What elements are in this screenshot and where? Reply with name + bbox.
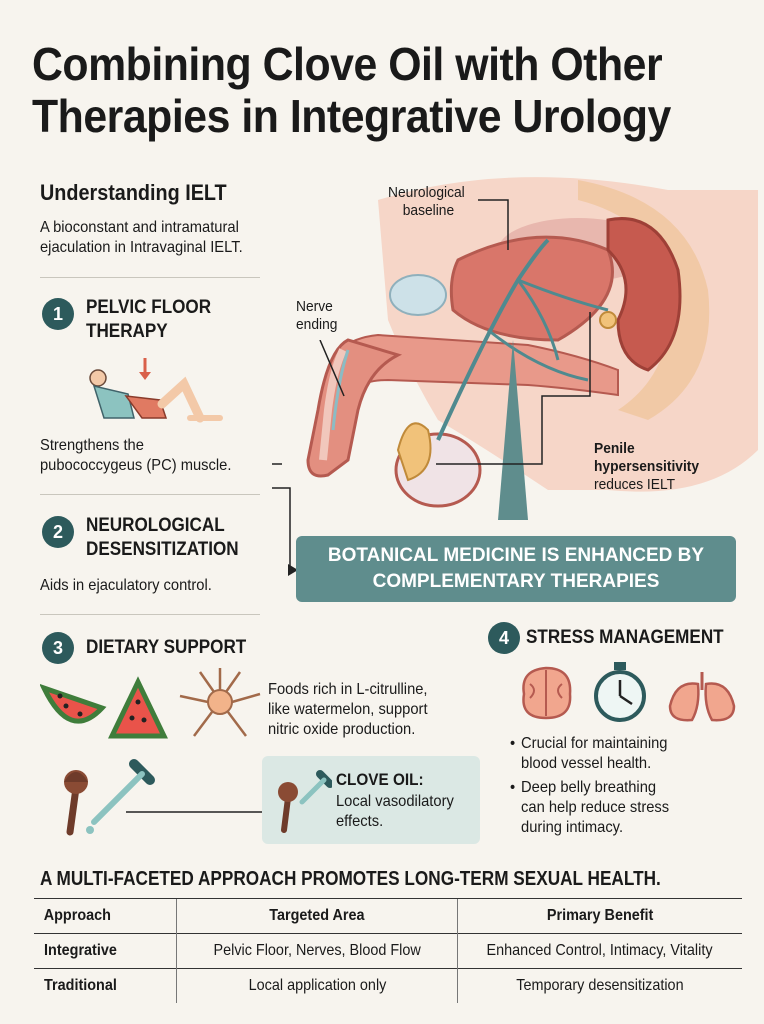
bullet-2: Deep belly breathing can help reduce str… bbox=[510, 778, 722, 838]
table-header-row: Approach Targeted Area Primary Benefit bbox=[34, 898, 742, 934]
cell-approach: Integrative bbox=[34, 933, 177, 969]
section-2-title: NEUROLOGICAL DESENSITIZATION bbox=[86, 515, 239, 560]
bullet-1: Crucial for maintaining blood vessel hea… bbox=[510, 734, 722, 774]
badge-1: 1 bbox=[42, 298, 74, 330]
table-row: Traditional Local application only Tempo… bbox=[34, 968, 742, 1003]
section-3-title: DIETARY SUPPORT bbox=[86, 637, 247, 658]
divider-3 bbox=[40, 614, 260, 615]
connector-arrow bbox=[272, 463, 298, 576]
dropper-icon bbox=[86, 759, 155, 834]
label-penile-hypersensitivity: Penile hypersensitivity reduces IELT bbox=[594, 440, 700, 493]
section-2-text: Aids in ejaculatory control. bbox=[40, 577, 212, 594]
section-1-title: PELVIC FLOOR THERAPY bbox=[86, 297, 212, 342]
badge-4: 4 bbox=[488, 622, 520, 654]
tailbone-region bbox=[578, 180, 710, 420]
clove-oil-box bbox=[262, 756, 480, 844]
banner-pointer bbox=[498, 340, 528, 520]
section-1-text: Strengthens the pubococcygeus (PC) muscl… bbox=[40, 437, 232, 474]
section-4-bullets: Crucial for maintaining blood vessel hea… bbox=[510, 734, 722, 842]
cell-benefit: Enhanced Control, Intimacy, Vitality bbox=[457, 933, 742, 969]
leader-line-baseline bbox=[478, 199, 509, 250]
cell-area: Local application only bbox=[176, 968, 458, 1003]
pubic-bone bbox=[389, 274, 447, 316]
label-neurological-baseline: Neurological baseline bbox=[388, 184, 465, 219]
lungs-icon bbox=[668, 672, 736, 722]
clove-icon bbox=[64, 770, 88, 836]
epididymis bbox=[396, 422, 432, 482]
title-line-2: Therapies in Integrative Urology bbox=[32, 90, 671, 142]
brain-icon bbox=[522, 666, 572, 720]
urethra bbox=[319, 348, 347, 461]
clove-dropper-left bbox=[64, 759, 264, 836]
title-line-1: Combining Clove Oil with Other bbox=[32, 38, 663, 90]
bladder bbox=[449, 235, 614, 342]
header-approach: Approach bbox=[34, 898, 177, 934]
nerve-trunk bbox=[436, 238, 550, 441]
neuron-icon bbox=[179, 668, 261, 737]
badge-2: 2 bbox=[42, 516, 74, 548]
stopwatch-icon bbox=[594, 662, 646, 722]
table-row: Integrative Pelvic Floor, Nerves, Blood … bbox=[34, 933, 742, 969]
header-targeted-area: Targeted Area bbox=[176, 898, 458, 934]
nerve-ganglion bbox=[599, 311, 617, 329]
clove-oil-text: CLOVE OIL: Local vasodilatory effects. bbox=[336, 770, 454, 830]
section-4-title: STRESS MANAGEMENT bbox=[526, 627, 724, 648]
ielt-text: A bioconstant and intramatural ejaculati… bbox=[40, 219, 243, 256]
section-3-text: Foods rich in L-citrulline, like waterme… bbox=[268, 681, 428, 738]
nerve-branches bbox=[487, 278, 609, 382]
comparison-table: Approach Targeted Area Primary Benefit I… bbox=[34, 898, 742, 1003]
ielt-heading: Understanding IELT bbox=[40, 180, 227, 205]
stress-icons bbox=[522, 662, 736, 722]
page-title: Combining Clove Oil with Other Therapies… bbox=[32, 38, 702, 142]
leader-line-nerve bbox=[319, 340, 345, 397]
cell-benefit: Temporary desensitization bbox=[457, 968, 742, 1003]
header-primary-benefit: Primary Benefit bbox=[457, 898, 742, 934]
cell-approach: Traditional bbox=[34, 968, 177, 1003]
exercise-figure bbox=[89, 358, 223, 423]
divider-1 bbox=[40, 277, 260, 278]
rectum bbox=[606, 217, 682, 372]
banner: BOTANICAL MEDICINE IS ENHANCED BY COMPLE… bbox=[296, 536, 736, 602]
leader-line-hypersensitivity bbox=[436, 312, 591, 465]
clove-oil-icon bbox=[278, 770, 332, 833]
cell-area: Pelvic Floor, Nerves, Blood Flow bbox=[176, 933, 458, 969]
footer-title: A MULTI-FACETED APPROACH PROMOTES LONG-T… bbox=[40, 868, 661, 890]
divider-2 bbox=[40, 494, 260, 495]
watermelon-icon bbox=[40, 676, 168, 739]
label-nerve-ending: Nerve ending bbox=[296, 298, 338, 333]
badge-3: 3 bbox=[42, 632, 74, 664]
anatomy-illustration bbox=[306, 177, 758, 520]
